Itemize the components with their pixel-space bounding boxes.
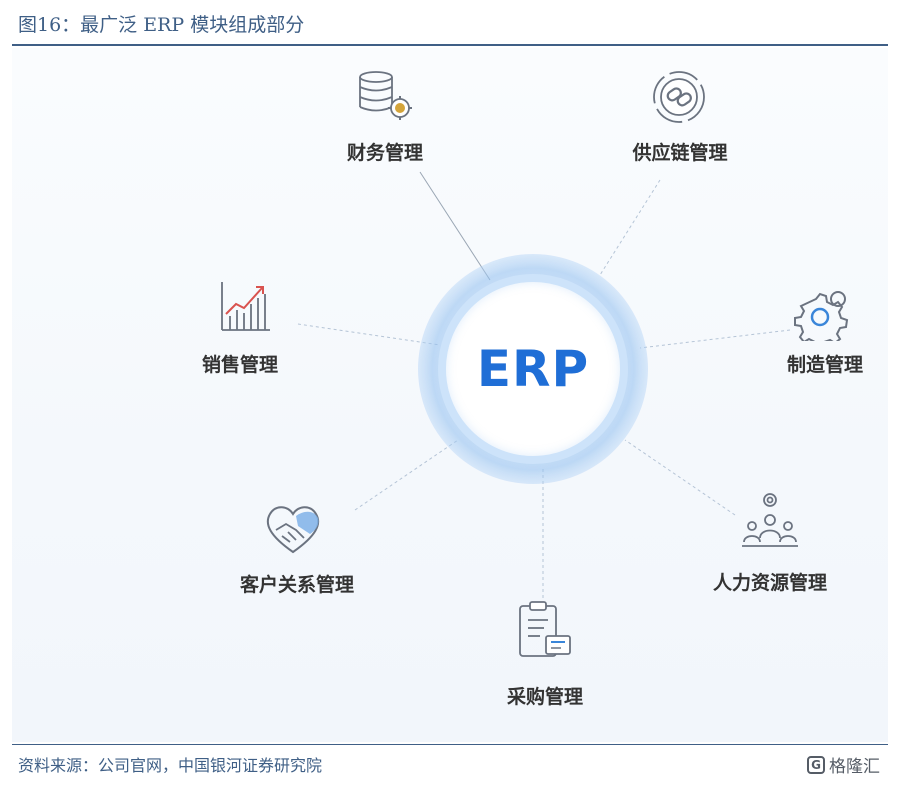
module-sales-label: 销售管理 [201,354,279,376]
watermark-logo-icon: G [807,755,825,774]
people-gear-icon [740,490,800,552]
top-rule [12,44,888,46]
link-sales [297,323,441,346]
link-supply-chain [599,179,661,276]
watermark: G 格隆汇 [807,752,880,777]
clipboard-icon [516,600,576,664]
link-manufacturing [639,329,791,349]
handshake-icon [262,500,324,556]
watermark-text: 格隆汇 [829,757,880,777]
figure-title: 图16：最广泛 ERP 模块组成部分 [18,14,305,36]
hub-ring [438,274,628,464]
gears-icon [794,285,854,341]
chain-link-icon [650,68,708,126]
module-crm-label: 客户关系管理 [239,574,355,596]
module-manufacturing-label: 制造管理 [786,354,864,376]
database-gear-icon [354,68,418,124]
bar-chart-growth-icon [218,278,274,334]
module-hr-label: 人力资源管理 [712,572,828,594]
hub-label: ERP [476,340,590,398]
module-procurement-label: 采购管理 [506,686,584,708]
link-crm [354,439,459,511]
source-note: 资料来源：公司官网，中国银河证券研究院 [18,756,323,775]
bottom-rule [12,744,888,745]
module-supply-chain-label: 供应链管理 [632,142,728,164]
link-finance [419,171,491,281]
link-hr [624,439,736,516]
module-finance-label: 财务管理 [346,142,424,164]
